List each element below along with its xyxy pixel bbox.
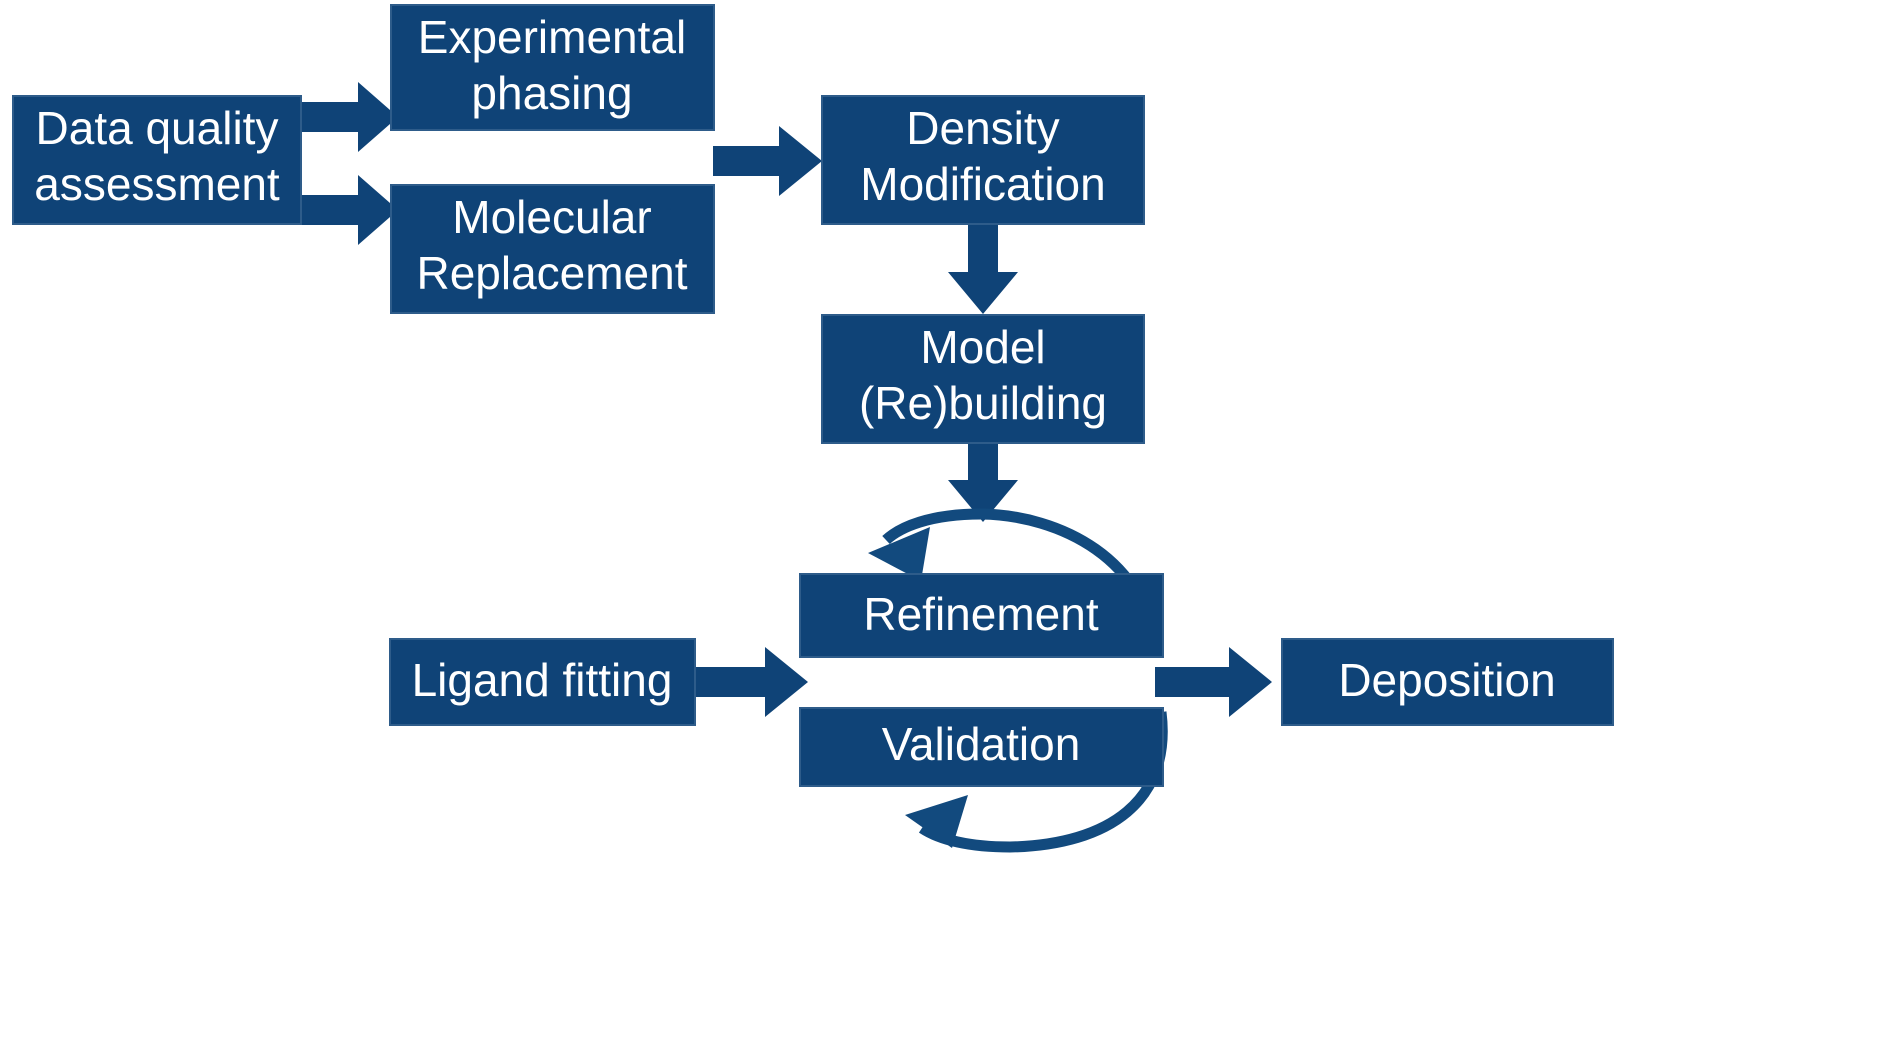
node-label-density-modification-line1: Density <box>906 102 1059 154</box>
node-label-model-rebuilding-line2: (Re)building <box>859 377 1107 429</box>
node-label-deposition: Deposition <box>1338 654 1555 706</box>
node-label-experimental-phasing-line2: phasing <box>471 67 632 119</box>
node-label-molecular-replacement-line1: Molecular <box>452 191 651 243</box>
node-data-quality-assessment[interactable]: Data quality assessment <box>12 95 302 225</box>
node-label-data-quality-assessment-line2: assessment <box>34 158 280 210</box>
connector-cycle-to-deposition <box>1155 647 1272 717</box>
node-label-molecular-replacement-line2: Replacement <box>416 247 687 299</box>
node-label-experimental-phasing-line1: Experimental <box>418 11 686 63</box>
connector-data-quality-to-molecular-replacement <box>301 175 398 245</box>
node-refinement[interactable]: Refinement <box>799 573 1164 658</box>
connector-density-modification-to-model-rebuilding <box>948 224 1018 314</box>
node-molecular-replacement[interactable]: Molecular Replacement <box>390 184 715 314</box>
node-experimental-phasing[interactable]: Experimental phasing <box>390 4 715 131</box>
node-label-density-modification-line2: Modification <box>860 158 1105 210</box>
connector-ligand-fitting-to-cycle <box>695 647 808 717</box>
node-label-ligand-fitting: Ligand fitting <box>412 654 673 706</box>
node-label-refinement: Refinement <box>863 588 1098 640</box>
connector-phasing-to-density-modification <box>713 126 822 196</box>
node-model-rebuilding[interactable]: Model (Re)building <box>821 314 1145 444</box>
node-deposition[interactable]: Deposition <box>1281 638 1614 726</box>
node-validation[interactable]: Validation <box>799 707 1164 787</box>
node-ligand-fitting[interactable]: Ligand fitting <box>389 638 696 726</box>
connector-data-quality-to-experimental-phasing <box>301 82 398 152</box>
connector-model-rebuilding-to-refinement-cycle <box>948 443 1018 522</box>
node-label-model-rebuilding-line1: Model <box>920 321 1045 373</box>
node-label-data-quality-assessment-line1: Data quality <box>36 102 279 154</box>
node-density-modification[interactable]: Density Modification <box>821 95 1145 225</box>
node-label-validation: Validation <box>882 718 1081 770</box>
